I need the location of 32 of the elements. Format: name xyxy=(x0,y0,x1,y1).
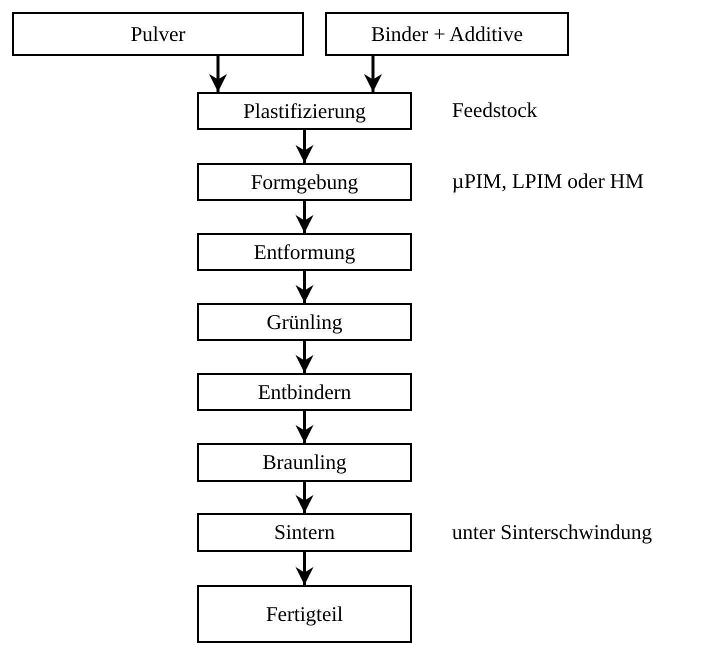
step-label: Fertigteil xyxy=(266,602,343,626)
process-box xyxy=(197,303,412,341)
process-box xyxy=(197,513,412,552)
step-label: Sintern xyxy=(274,520,335,545)
process-box xyxy=(197,92,412,130)
step-label: Pulver xyxy=(130,22,186,46)
process-box xyxy=(197,373,412,411)
arrow xyxy=(296,130,314,163)
arrow xyxy=(364,56,382,92)
step-label: Braunling xyxy=(262,450,346,475)
step-note: unter Sinterschwindung xyxy=(452,520,652,544)
arrow xyxy=(209,56,227,92)
process-box xyxy=(197,585,412,643)
step-label: Grünling xyxy=(266,310,342,334)
step-label: Binder + Additive xyxy=(371,22,523,46)
step-label: Formgebung xyxy=(250,170,358,194)
process-box xyxy=(197,233,412,271)
arrow xyxy=(296,201,314,233)
step-label: Entbindern xyxy=(258,380,352,404)
arrow xyxy=(296,552,314,585)
process-box xyxy=(197,163,412,201)
arrow xyxy=(296,482,314,513)
step-label: Plastifizierung xyxy=(243,98,366,124)
arrow xyxy=(296,271,314,303)
step-label: Entformung xyxy=(254,240,356,264)
arrow xyxy=(296,341,314,373)
process-box xyxy=(12,12,304,56)
process-box xyxy=(325,12,569,56)
arrow xyxy=(296,411,314,443)
step-note: µPIM, LPIM oder HM xyxy=(452,169,644,194)
process-box xyxy=(197,443,412,482)
step-note: Feedstock xyxy=(452,98,538,123)
